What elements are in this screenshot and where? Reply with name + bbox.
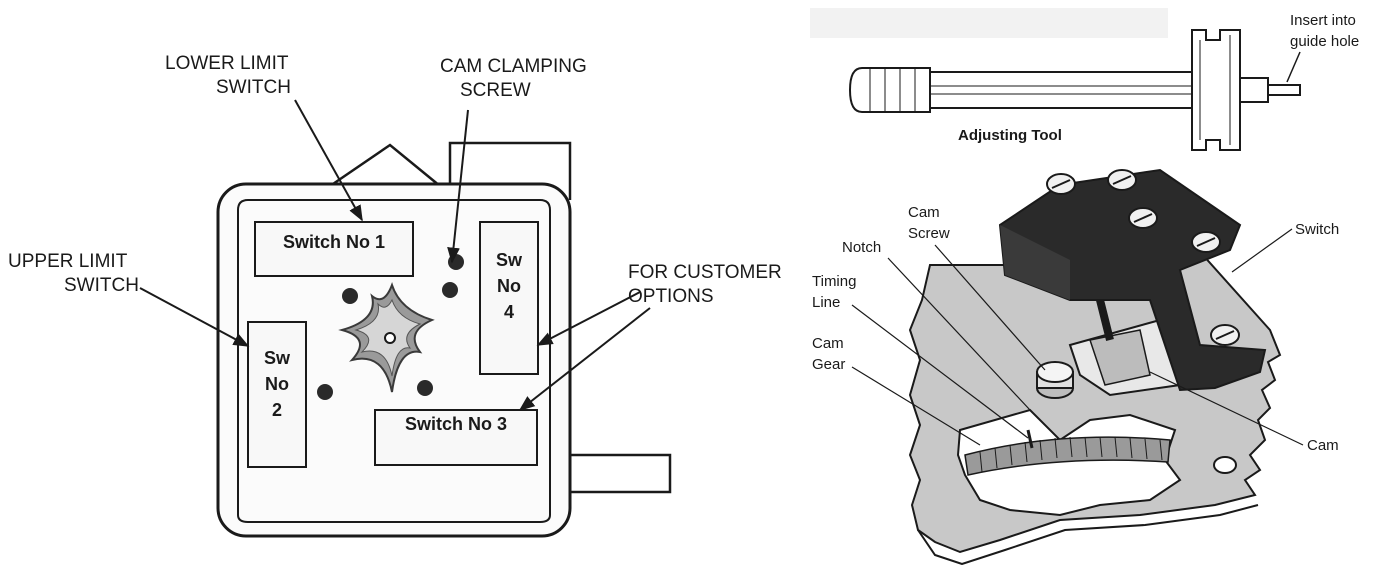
insert-label-line1: Insert into bbox=[1290, 12, 1356, 29]
gear-window bbox=[956, 408, 1182, 517]
switch-no-4-line2: No bbox=[497, 276, 521, 296]
timing-line-label-line2: Line bbox=[812, 294, 840, 311]
adjusting-tool-icon bbox=[848, 29, 1301, 151]
switch-no-4-line3: 4 bbox=[504, 302, 514, 322]
switch-no-2-line3: 2 bbox=[272, 400, 282, 420]
cam-clamping-label-line2: SCREW bbox=[460, 80, 531, 101]
cam-clamping-label-line1: CAM CLAMPING bbox=[440, 56, 587, 77]
switch-no-2-line1: Sw bbox=[264, 348, 291, 368]
cam-gear-icon bbox=[964, 429, 1171, 476]
cam-label: Cam bbox=[1307, 437, 1339, 454]
mounting-hole-icon bbox=[1213, 456, 1237, 474]
switch-no-2 bbox=[247, 321, 307, 468]
switch-label: Switch bbox=[1295, 221, 1339, 238]
cam-assembly-icon bbox=[338, 281, 435, 393]
cam-gear-label-line2: Gear bbox=[812, 356, 845, 373]
mounting-screw-icon bbox=[417, 380, 433, 396]
customer-options-label-line1: FOR CUSTOMER bbox=[628, 262, 782, 283]
mounting-screw-icon bbox=[342, 288, 358, 304]
switch-no-4-line1: Sw bbox=[496, 250, 523, 270]
upper-limit-label-line1: UPPER LIMIT bbox=[8, 251, 128, 272]
cam-icon bbox=[1068, 318, 1182, 397]
mounting-screw-icon bbox=[317, 384, 333, 400]
timing-line-label-line1: Timing bbox=[812, 273, 856, 290]
customer-options-label-line2: OPTIONS bbox=[628, 286, 714, 307]
lower-limit-label-line2: SWITCH bbox=[216, 77, 291, 98]
switch-housing-diagram: Switch No 1 Sw No 4 Sw No 2 Switch No 3 … bbox=[8, 53, 782, 538]
switch-no-2-line2: No bbox=[265, 374, 289, 394]
cam-screw-label-line1: Cam bbox=[908, 204, 940, 221]
cam-screw-icon bbox=[1036, 361, 1074, 399]
insert-label-line2: guide hole bbox=[1290, 33, 1359, 50]
switch-block-icon bbox=[998, 168, 1267, 392]
switch-no-4 bbox=[479, 221, 539, 375]
lower-limit-label-line1: LOWER LIMIT bbox=[165, 53, 289, 74]
switch-no-3 bbox=[374, 409, 538, 466]
mounting-screw-icon bbox=[448, 254, 464, 270]
notch-label: Notch bbox=[842, 239, 881, 256]
switch-no-1 bbox=[254, 221, 414, 277]
adjusting-tool-caption: Adjusting Tool bbox=[958, 127, 1062, 144]
cam-screw-label-line2: Screw bbox=[908, 225, 950, 242]
mounting-screw-icon bbox=[442, 282, 458, 298]
cam-adjustment-diagram: Adjusting Tool Insert into guide hole bbox=[810, 8, 1359, 565]
cam-gear-label-line1: Cam bbox=[812, 335, 844, 352]
switch-no-3-label: Switch No 3 bbox=[405, 414, 507, 434]
upper-limit-label-line2: SWITCH bbox=[64, 275, 139, 296]
switch-no-1-label: Switch No 1 bbox=[283, 232, 385, 252]
